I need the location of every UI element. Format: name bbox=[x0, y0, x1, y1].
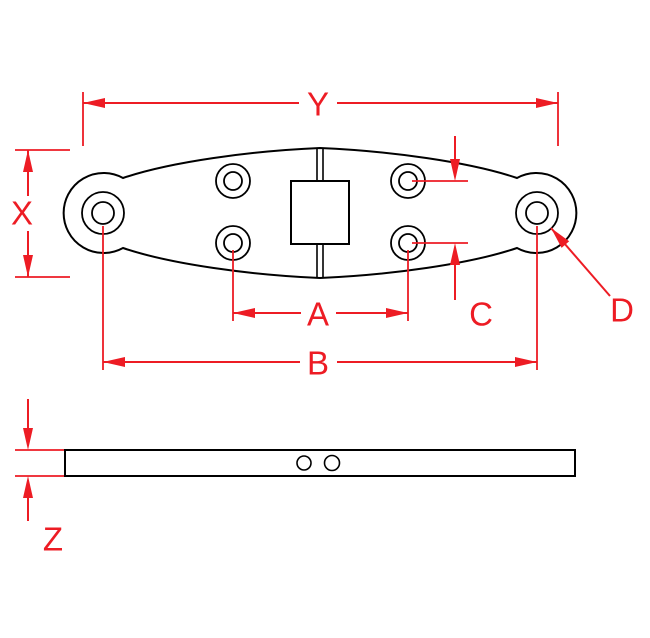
dimension-label-c: C bbox=[469, 296, 493, 333]
hinge-knuckle-square bbox=[290, 180, 350, 245]
x-arrowhead-bottom bbox=[23, 255, 33, 277]
hole-right-end-inner-ring bbox=[525, 201, 549, 225]
c-arrowhead-down bbox=[450, 159, 460, 181]
side-profile-bar bbox=[64, 449, 576, 477]
hole-top-left bbox=[215, 163, 251, 199]
dimension-x: X bbox=[11, 149, 70, 278]
dimension-b: B bbox=[102, 226, 538, 382]
dimension-label-x: X bbox=[11, 195, 33, 232]
hole-left-end bbox=[81, 191, 125, 235]
y-arrowhead-left bbox=[83, 98, 105, 108]
dimension-y: Y bbox=[82, 86, 559, 146]
dimension-label-y: Y bbox=[307, 86, 329, 123]
side-view bbox=[64, 449, 576, 477]
a-arrowhead-right bbox=[386, 308, 408, 318]
dimension-d: D bbox=[550, 227, 634, 329]
hole-right-end bbox=[515, 191, 559, 235]
side-pin-hole-left bbox=[296, 455, 312, 471]
y-arrowhead-right bbox=[536, 98, 558, 108]
b-arrowhead-right bbox=[515, 357, 537, 367]
side-pin-hole-right bbox=[323, 454, 341, 472]
dimension-c: C bbox=[412, 136, 493, 333]
hole-bottom-left-inner-ring bbox=[223, 233, 243, 253]
hole-top-left-inner-ring bbox=[223, 171, 243, 191]
dimension-a: A bbox=[232, 250, 409, 333]
dimension-label-a: A bbox=[307, 296, 329, 333]
x-arrowhead-top bbox=[23, 150, 33, 172]
d-arrowhead bbox=[551, 228, 570, 248]
c-arrowhead-up bbox=[450, 243, 460, 265]
dimension-label-b: B bbox=[307, 345, 329, 382]
top-view bbox=[62, 146, 578, 280]
dimension-label-d: D bbox=[610, 292, 634, 329]
dimension-label-z: Z bbox=[43, 521, 63, 558]
dimension-z: Z bbox=[15, 399, 64, 558]
z-arrowhead-up bbox=[23, 476, 33, 498]
hole-top-right bbox=[390, 163, 426, 199]
a-arrowhead-left bbox=[233, 308, 255, 318]
b-arrowhead-left bbox=[103, 357, 125, 367]
hole-left-end-inner-ring bbox=[91, 201, 115, 225]
z-arrowhead-down bbox=[23, 428, 33, 450]
